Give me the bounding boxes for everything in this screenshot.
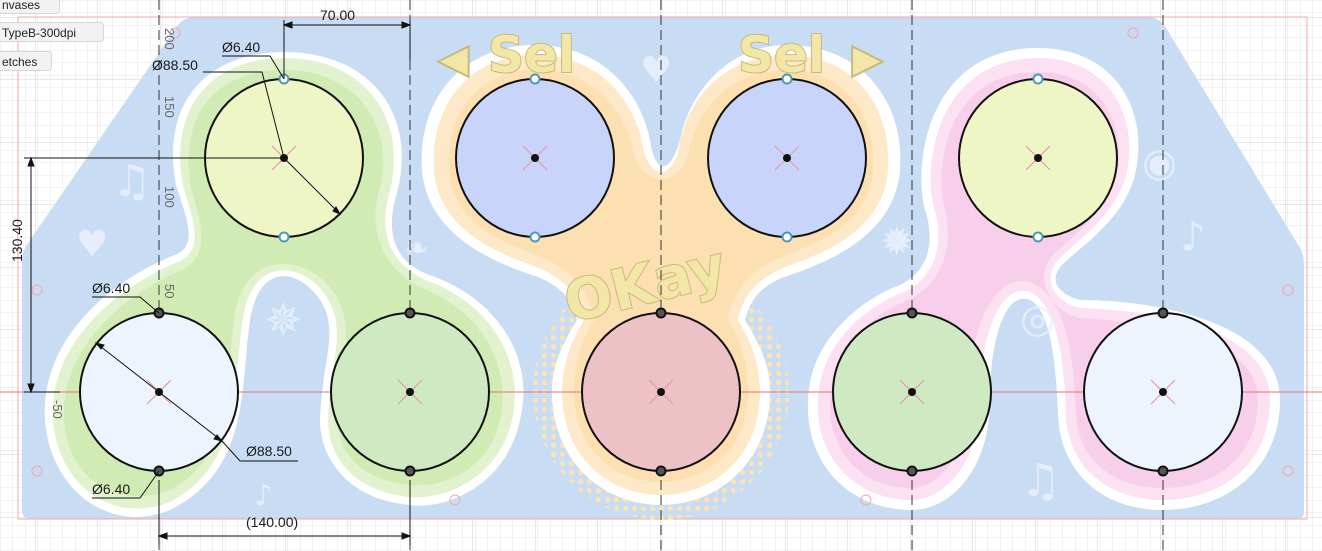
heart-icon: ❧ [404, 231, 429, 266]
browser-item-typeb[interactable]: TypeB-300dpi [0, 22, 104, 42]
decorations: ♫ ♥ ✵ ♪ ✹ ◉ ◎ ♫ ♥ ❧ ♪ [76, 50, 1206, 513]
mount-holes[interactable] [153, 73, 1169, 477]
heart-icon: ♥ [76, 224, 108, 265]
dim-circle-bottom[interactable]: Ø88.50 [246, 443, 292, 459]
music-note-icon: ♫ [112, 156, 151, 207]
dim-hole-mid[interactable]: Ø6.40 [92, 280, 130, 296]
music-note-icon: ♫ [1020, 453, 1061, 507]
arrow-left-icon: ◀ [438, 37, 469, 81]
dim-bottom-width[interactable]: (140.00) [246, 514, 298, 530]
dimension-lines [24, 20, 412, 545]
dim-hole-top[interactable]: Ø6.40 [222, 39, 260, 55]
browser-item-canvases[interactable]: nvases [0, 0, 60, 14]
ruler-label: 150 [162, 96, 177, 118]
title-left: Sel [488, 26, 575, 84]
arrow-right-icon: ▶ [852, 37, 883, 81]
dim-circle-top[interactable]: Ø88.50 [152, 57, 198, 73]
dim-top-width[interactable]: 70.00 [320, 7, 355, 23]
dim-hole-bottom[interactable]: Ø6.40 [92, 481, 130, 497]
browser-item-sketches[interactable]: etches [0, 51, 52, 71]
ruler-label: 200 [162, 28, 177, 50]
heart-icon: ♥ [640, 50, 672, 91]
ruler-label: 50 [162, 284, 177, 298]
dim-left-height[interactable]: 130.40 [9, 219, 25, 262]
ruler-label: 100 [162, 186, 177, 208]
ruler-label: -50 [50, 400, 65, 419]
mount-markers [31, 27, 1294, 506]
guitar-icon: ♪ [1180, 214, 1206, 260]
eye-icon: ◉ [1142, 140, 1177, 186]
center-marks [146, 145, 1176, 405]
title-right: Sel [738, 26, 825, 84]
star-icon: ✵ [264, 293, 303, 347]
cd-icon: ◎ [1020, 296, 1055, 342]
sun-icon: ✹ [880, 219, 914, 265]
ruler: 200 150 100 50 -50 [50, 28, 177, 419]
guitar-icon: ♪ [254, 478, 273, 513]
